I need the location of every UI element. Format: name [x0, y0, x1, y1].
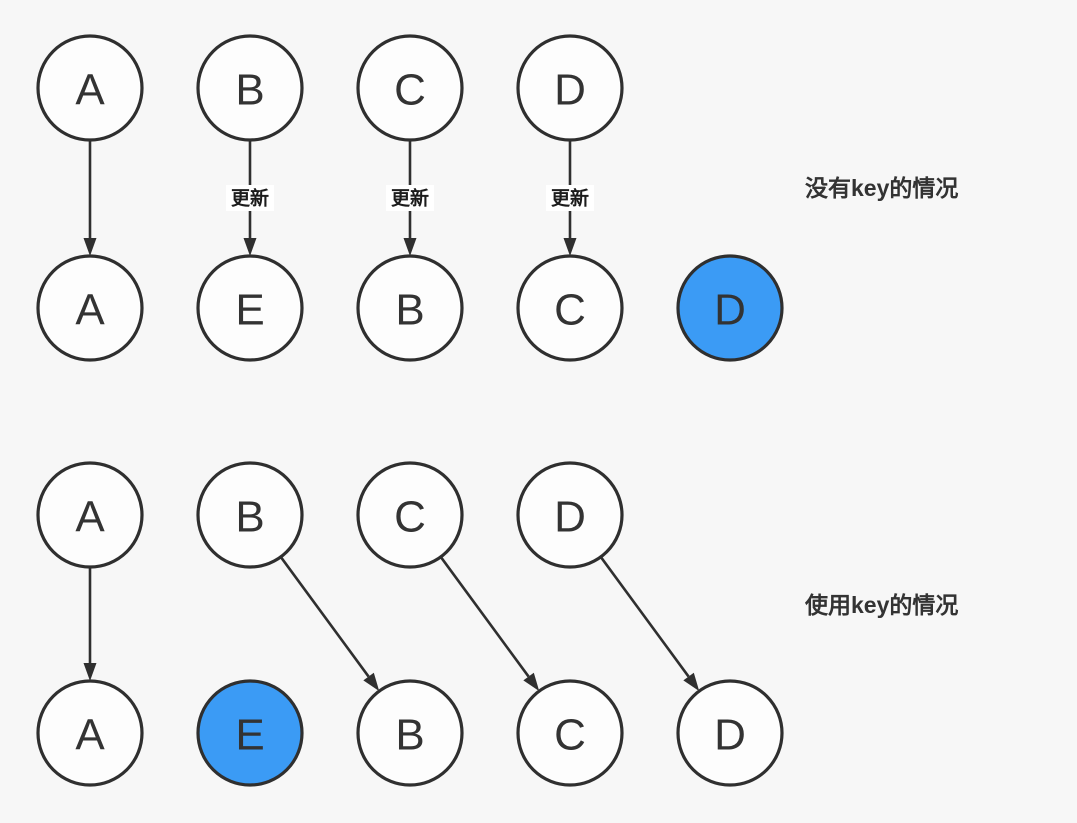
node-b-top-a[interactable]: A: [36, 461, 144, 569]
section-caption-no-key: 没有key的情况: [805, 175, 958, 201]
node-circle[interactable]: [196, 461, 304, 569]
node-letter: A: [75, 286, 105, 335]
edge-label: 更新: [551, 187, 589, 210]
node-circle[interactable]: [516, 254, 624, 362]
node-circle[interactable]: [36, 34, 144, 142]
node-b-bot-b[interactable]: B: [356, 679, 464, 787]
edge-label-background: [546, 185, 594, 211]
node-a-bot-a[interactable]: A: [36, 254, 144, 362]
node-circle[interactable]: [516, 461, 624, 569]
arrowhead-icon: [683, 672, 700, 692]
node-circle[interactable]: [36, 679, 144, 787]
node-circle-highlighted[interactable]: [196, 679, 304, 787]
node-a-top-d[interactable]: D: [516, 34, 624, 142]
edge-line: [599, 556, 690, 678]
node-letter: B: [395, 711, 424, 760]
node-circle[interactable]: [356, 679, 464, 787]
node-circle[interactable]: [36, 461, 144, 569]
edge-line: [279, 556, 370, 678]
edge-a-edge-3: 更新: [546, 140, 594, 256]
arrowhead-icon: [243, 238, 257, 256]
edge-label-background: [226, 185, 274, 211]
node-letter: B: [395, 286, 424, 335]
node-letter: E: [235, 286, 264, 335]
node-circle[interactable]: [36, 254, 144, 362]
node-letter: C: [554, 286, 586, 335]
node-letter: C: [394, 66, 426, 115]
node-b-top-c[interactable]: C: [356, 461, 464, 569]
node-letter: D: [554, 493, 586, 542]
node-letter: C: [394, 493, 426, 542]
node-a-top-a[interactable]: A: [36, 34, 144, 142]
node-b-bot-e[interactable]: E: [196, 679, 304, 787]
node-circle[interactable]: [356, 254, 464, 362]
node-circle[interactable]: [516, 34, 624, 142]
edge-a-edge-0: [83, 140, 97, 256]
node-letter: E: [235, 711, 264, 760]
node-circle[interactable]: [516, 679, 624, 787]
node-letter: A: [75, 66, 105, 115]
node-circle[interactable]: [356, 461, 464, 569]
node-letter: D: [714, 711, 746, 760]
section-caption-with-key: 使用key的情况: [804, 592, 958, 618]
edge-label: 更新: [231, 187, 269, 210]
node-letter: B: [235, 493, 264, 542]
node-a-top-b[interactable]: B: [196, 34, 304, 142]
arrowhead-icon: [83, 238, 97, 256]
edge-label-background: [386, 185, 434, 211]
edge-b-edge-3: [599, 556, 700, 692]
node-letter: A: [75, 711, 105, 760]
node-circle-highlighted[interactable]: [676, 254, 784, 362]
node-b-bot-d[interactable]: D: [676, 679, 784, 787]
edge-a-edge-2: 更新: [386, 140, 434, 256]
edge-b-edge-0: [83, 567, 97, 681]
node-a-bot-e[interactable]: E: [196, 254, 304, 362]
arrowhead-icon: [403, 238, 417, 256]
node-letter: D: [554, 66, 586, 115]
nodes-layer: A B C D A E B C D A B C D A E B C D: [36, 34, 784, 787]
edge-label: 更新: [391, 187, 429, 210]
node-circle[interactable]: [356, 34, 464, 142]
node-circle[interactable]: [196, 254, 304, 362]
node-b-bot-a[interactable]: A: [36, 679, 144, 787]
node-circle[interactable]: [196, 34, 304, 142]
edge-b-edge-1: [279, 556, 380, 692]
node-b-top-d[interactable]: D: [516, 461, 624, 569]
arrowhead-icon: [363, 672, 380, 692]
node-a-bot-b[interactable]: B: [356, 254, 464, 362]
arrowhead-icon: [563, 238, 577, 256]
arrowhead-icon: [83, 663, 97, 681]
edges-layer: 更新 更新 更新: [83, 140, 700, 692]
node-circle[interactable]: [676, 679, 784, 787]
arrowhead-icon: [523, 672, 540, 692]
edge-a-edge-1: 更新: [226, 140, 274, 256]
node-letter: C: [554, 711, 586, 760]
node-letter: A: [75, 493, 105, 542]
node-letter: B: [235, 66, 264, 115]
node-b-bot-c[interactable]: C: [516, 679, 624, 787]
edge-line: [439, 556, 530, 678]
node-a-bot-c[interactable]: C: [516, 254, 624, 362]
edge-b-edge-2: [439, 556, 540, 692]
node-letter: D: [714, 286, 746, 335]
node-a-bot-d[interactable]: D: [676, 254, 784, 362]
node-a-top-c[interactable]: C: [356, 34, 464, 142]
node-b-top-b[interactable]: B: [196, 461, 304, 569]
